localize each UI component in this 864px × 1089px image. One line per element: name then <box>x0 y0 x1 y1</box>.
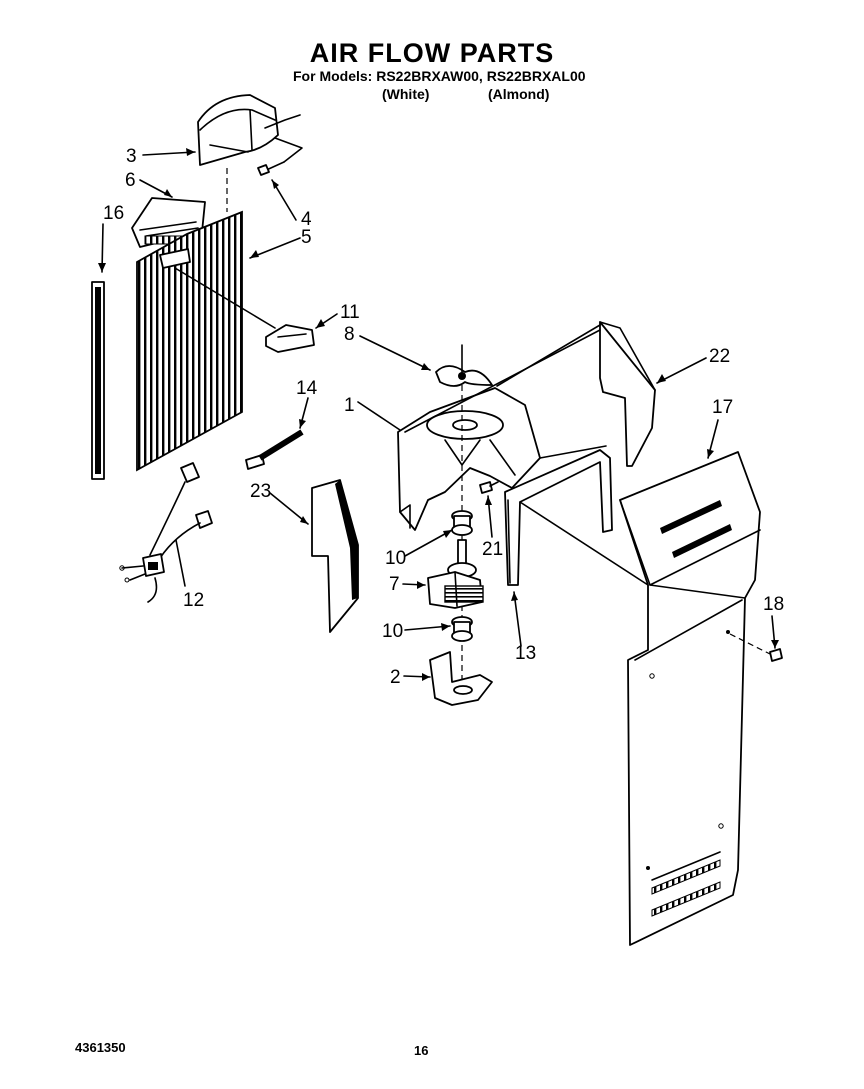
part-1-fan-shroud[interactable] <box>397 387 541 531</box>
variant-white-label: (White) <box>382 86 430 102</box>
part-22-upper-baffle[interactable] <box>599 321 656 467</box>
part-16-insulation-strip[interactable] <box>91 281 105 480</box>
part-10-grommet-upper[interactable] <box>451 510 473 536</box>
part-13-air-channel[interactable] <box>504 449 613 586</box>
callout-8: 8 <box>344 324 355 345</box>
callout-4: 4 <box>301 209 312 230</box>
callout-12: 12 <box>183 590 204 611</box>
callout-7: 7 <box>389 574 400 595</box>
page-title: AIR FLOW PARTS <box>309 38 555 68</box>
part-17-rear-duct[interactable] <box>619 451 761 946</box>
part-7-fan-motor[interactable] <box>427 539 484 609</box>
part-2-motor-bracket[interactable] <box>429 651 493 706</box>
callout-6: 6 <box>125 170 136 191</box>
callout-17: 17 <box>712 397 733 418</box>
part-10-grommet-lower[interactable] <box>451 616 473 642</box>
part-23-side-baffle[interactable] <box>311 479 359 633</box>
callout-1: 1 <box>344 395 355 416</box>
callout-23: 23 <box>250 481 271 502</box>
callout-2: 2 <box>390 667 401 688</box>
callout-10-lower: 10 <box>382 621 403 642</box>
part-14-drain-tube[interactable] <box>245 429 304 470</box>
callout-22: 22 <box>709 346 730 367</box>
leader-lines <box>98 148 779 681</box>
variant-almond-label: (Almond) <box>488 86 550 102</box>
part-18-screw[interactable] <box>769 648 783 662</box>
callout-16: 16 <box>103 203 124 224</box>
callout-21: 21 <box>482 539 503 560</box>
callout-13: 13 <box>515 643 536 664</box>
part-8-fan-blade[interactable] <box>435 344 493 387</box>
document-number: 4361350 <box>75 1040 126 1055</box>
callout-10-upper: 10 <box>385 548 406 569</box>
air-duct-outline <box>404 324 649 586</box>
part-11-clip[interactable] <box>265 324 315 353</box>
part-3-duct-cover[interactable] <box>197 94 301 166</box>
part-5-evaporator[interactable] <box>136 210 276 472</box>
page-number: 16 <box>414 1043 429 1058</box>
part-21-screw[interactable] <box>479 481 499 494</box>
callout-18: 18 <box>763 594 784 615</box>
part-4-screw[interactable] <box>257 137 303 176</box>
callout-11: 11 <box>340 302 360 323</box>
callout-5: 5 <box>301 227 312 248</box>
models-line: For Models: RS22BRXAW00, RS22BRXAL00 <box>293 68 586 84</box>
part-12-wire-harness[interactable] <box>119 462 213 603</box>
callout-3: 3 <box>126 146 137 167</box>
callout-14: 14 <box>296 378 318 399</box>
